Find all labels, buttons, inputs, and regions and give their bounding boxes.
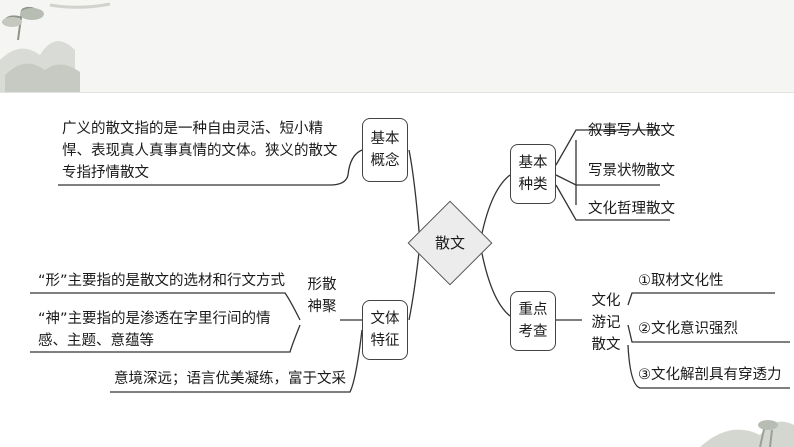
basic-concept-text: 广义的散文指的是一种自由灵活、短小精悍、表现真人真事真情的文体。狭义的散文专指抒… <box>62 121 338 181</box>
cultural-travel-essay-label: 文化 游记 散文 <box>591 293 621 353</box>
connector-feature-3 <box>110 329 363 393</box>
connector-type-1 <box>555 129 660 166</box>
connector-feature-2 <box>30 324 301 353</box>
center-label: 散文 <box>434 234 465 252</box>
connector-key-2 <box>627 324 790 343</box>
connector-center-basic-concept <box>408 149 421 244</box>
header-band <box>0 0 794 92</box>
feature-item-2: “神”主要指的是渗透在字里行间的情感、主题、意蕴等 <box>38 311 271 349</box>
type-item-2: 写景状物散文 <box>588 163 675 179</box>
feature-item-1: “形”主要指的是散文的选材和行文方式 <box>38 273 286 289</box>
connector-feature-1 <box>30 292 301 321</box>
connector-center-basic-types <box>479 174 511 244</box>
feature-item-3: 意境深远；语言优美凝练，富于文采 <box>114 371 346 387</box>
key-item-2: ②文化意识强烈 <box>638 321 738 337</box>
node-basic-concept: 基本 概念 <box>362 118 408 182</box>
key-item-3: ③文化解剖具有穿透力 <box>638 367 782 383</box>
connector-concept-text <box>58 149 363 186</box>
key-item-1: ①取材文化性 <box>638 273 724 289</box>
type-item-1: 叙事写人散文 <box>588 123 675 139</box>
connector-key-1 <box>627 292 775 306</box>
node-key-points: 重点 考查 <box>510 291 556 351</box>
node-basic-types: 基本 种类 <box>510 144 556 204</box>
form-spirit-label: 形散 神聚 <box>307 277 337 315</box>
header-divider <box>0 92 794 93</box>
type-item-3: 文化哲理散文 <box>588 201 675 217</box>
connector-type-3 <box>555 184 670 221</box>
node-style-features: 文体 特征 <box>362 300 408 360</box>
connector-key-3 <box>627 344 790 389</box>
connector-center-key-points <box>479 242 511 317</box>
